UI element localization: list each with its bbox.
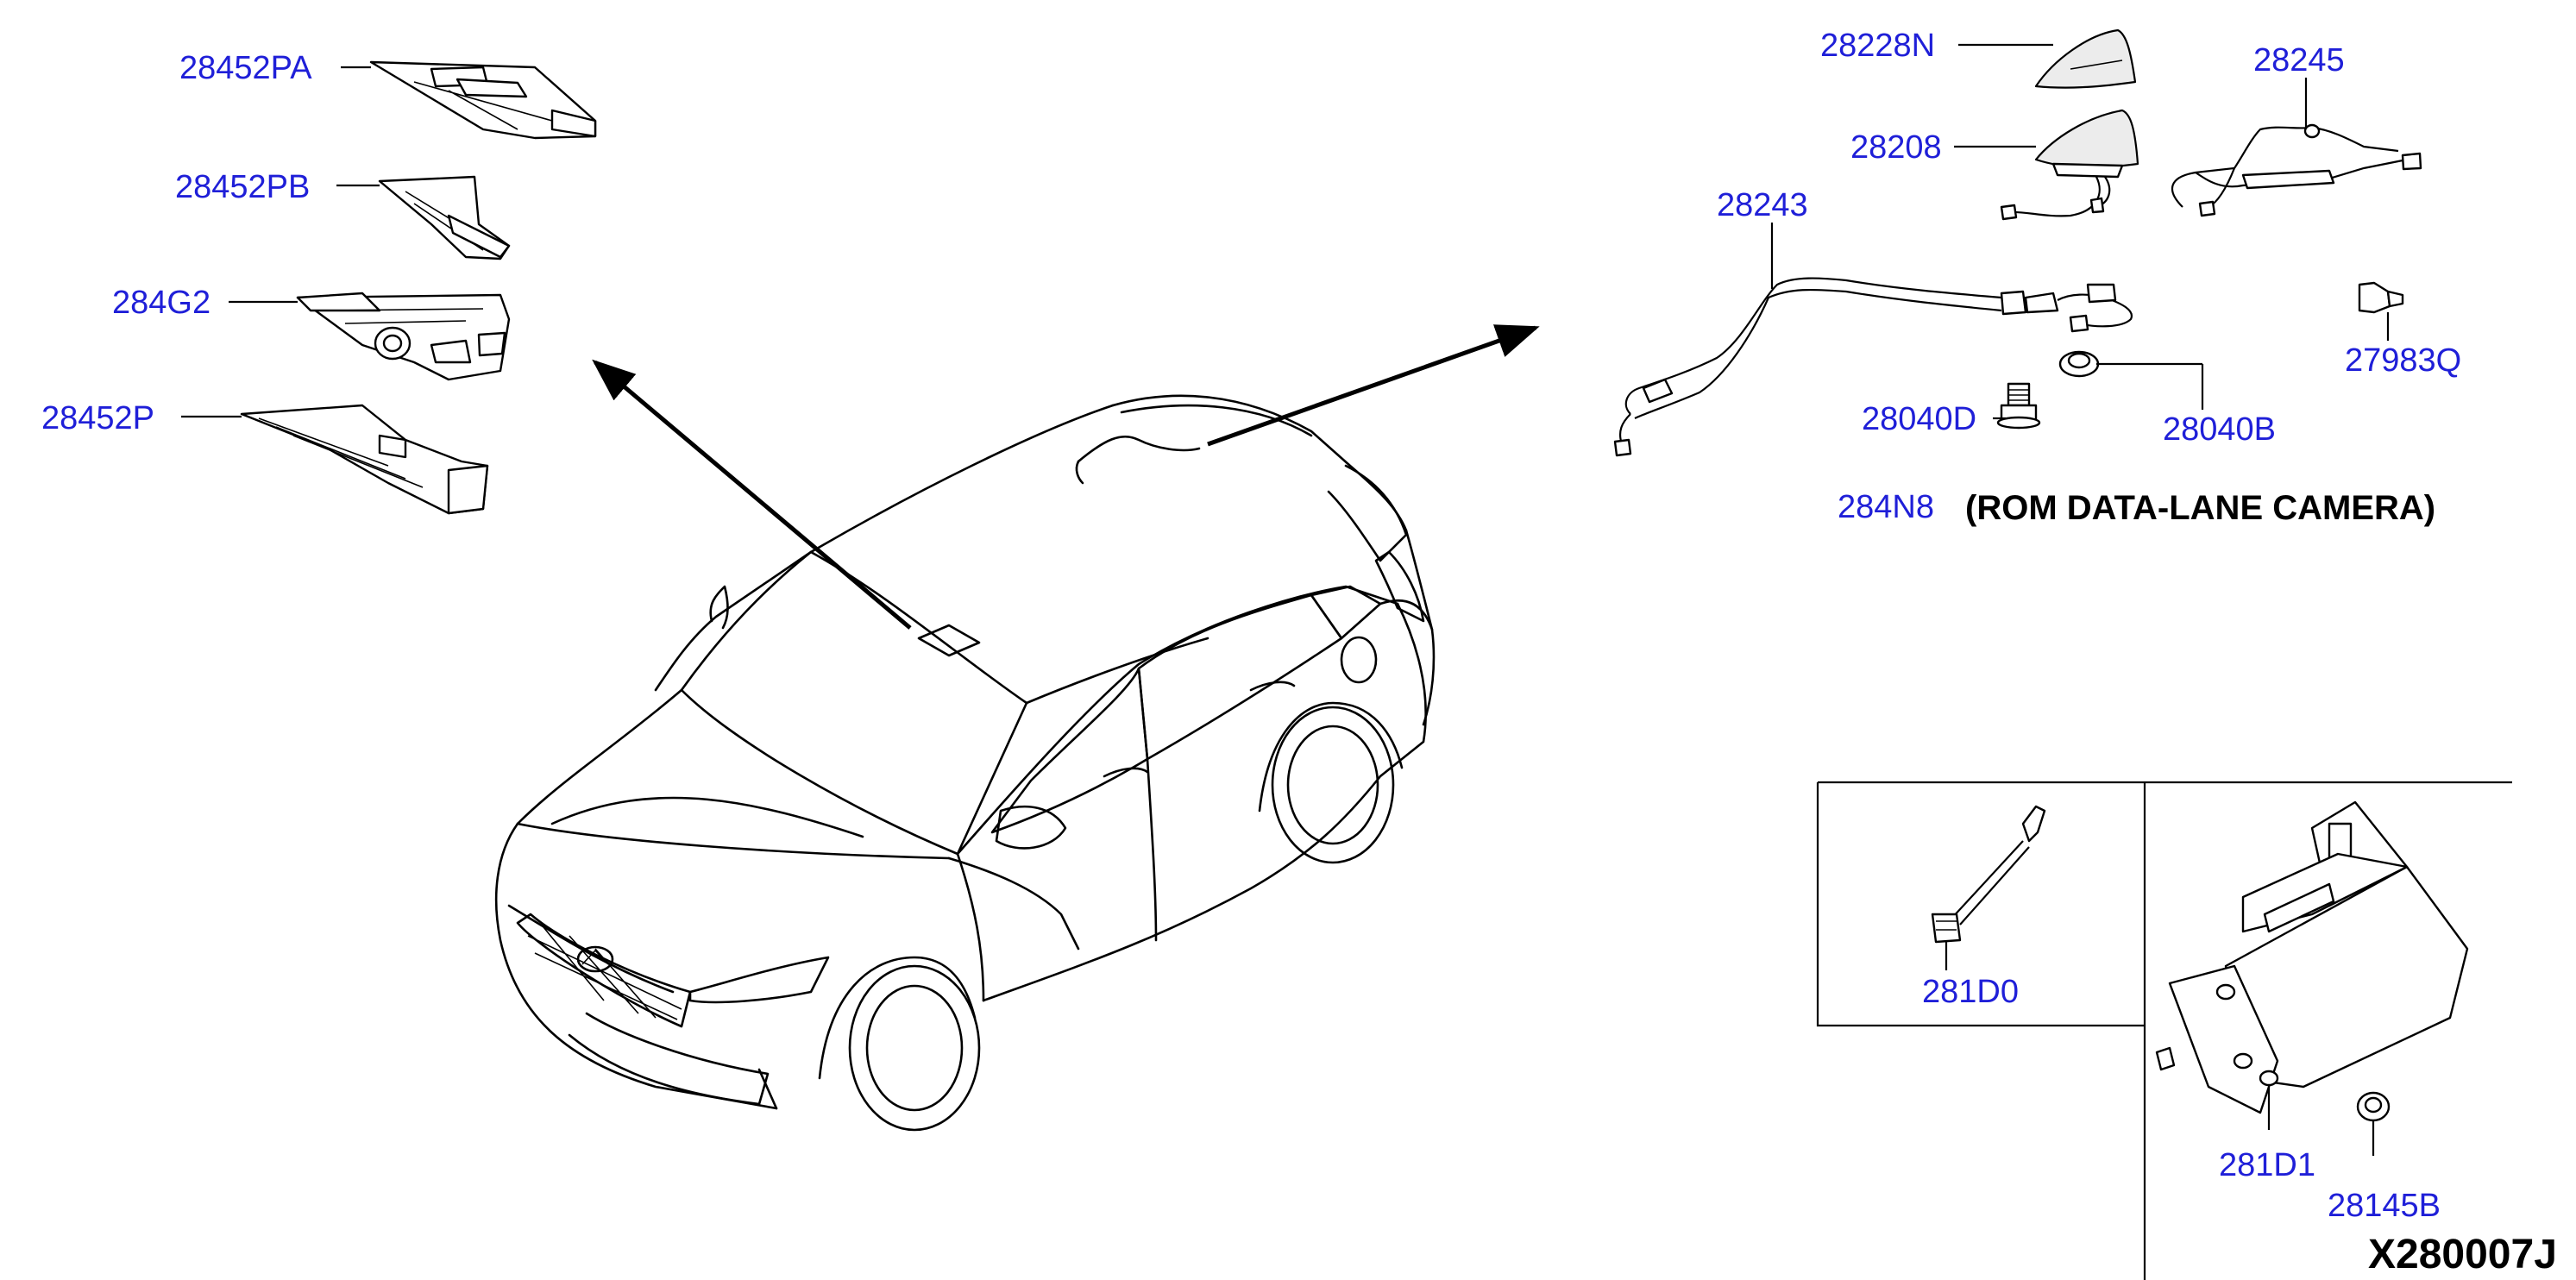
label-281D1[interactable]: 281D1: [2219, 1147, 2315, 1183]
part-28145B-illustration: [2356, 1091, 2391, 1156]
part-28243-illustration: [1613, 277, 2133, 457]
label-28452P[interactable]: 28452P: [41, 400, 154, 436]
part-281D0-illustration: [1931, 805, 2046, 970]
leader-lines: [181, 43, 2390, 420]
part-28040D-illustration: [1996, 382, 2041, 430]
label-28208[interactable]: 28208: [1850, 129, 1942, 166]
note-description: (ROM DATA-LANE CAMERA): [1965, 489, 2435, 527]
diagram-code: X280007J: [2368, 1232, 2557, 1277]
part-281D1-illustration: [2155, 800, 2469, 1130]
label-281D0[interactable]: 281D0: [1922, 974, 2019, 1010]
part-28040B-illustration: [2058, 350, 2100, 378]
label-28040D[interactable]: 28040D: [1862, 401, 1976, 437]
label-284N8[interactable]: 284N8: [1838, 489, 1934, 525]
vehicle-illustration: [494, 394, 1436, 1132]
part-27983Q-illustration: [2358, 281, 2404, 314]
label-28243[interactable]: 28243: [1717, 187, 1808, 223]
label-28145B[interactable]: 28145B: [2328, 1188, 2441, 1224]
part-28452PA-illustration: [369, 60, 597, 140]
part-28452P-illustration: [240, 404, 489, 515]
pointer-arrow-right: [1207, 324, 1540, 447]
label-284G2[interactable]: 284G2: [112, 285, 210, 321]
label-28228N[interactable]: 28228N: [1820, 28, 1935, 64]
label-28452PA[interactable]: 28452PA: [179, 50, 312, 86]
part-labels: 28452PA 28452PB 284G2 28452P 28228N 2820…: [41, 28, 2557, 1277]
label-28245[interactable]: 28245: [2253, 42, 2345, 78]
label-27983Q[interactable]: 27983Q: [2345, 342, 2461, 379]
label-28040B[interactable]: 28040B: [2163, 411, 2276, 448]
part-28245-illustration: [2171, 123, 2422, 217]
part-28208-illustration: [2000, 109, 2139, 221]
part-284G2-illustration: [296, 292, 511, 381]
inset-frame: [1816, 781, 2512, 1280]
pointer-arrow-left: [592, 359, 912, 630]
part-28228N-illustration: [2034, 28, 2137, 89]
part-28452PB-illustration: [378, 175, 511, 260]
label-28452PB[interactable]: 28452PB: [175, 169, 310, 205]
